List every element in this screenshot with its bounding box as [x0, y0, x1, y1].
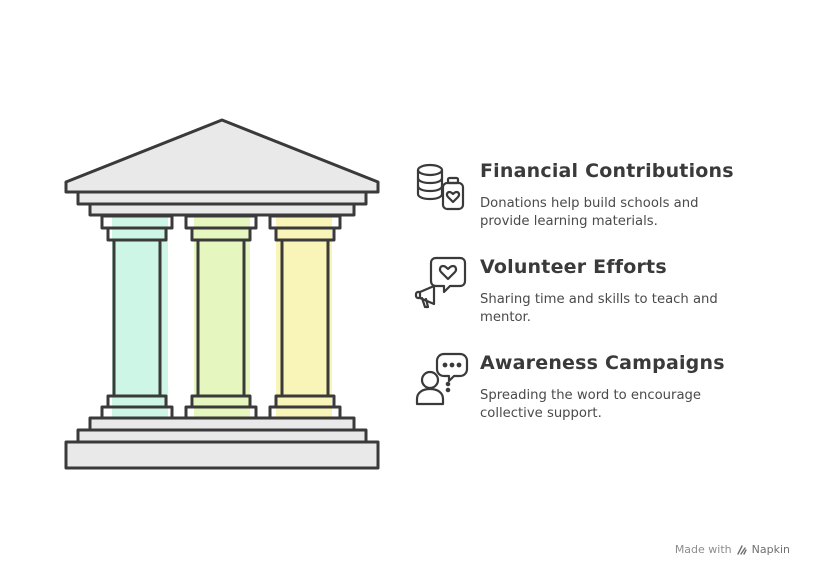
temple-base [64, 416, 380, 470]
megaphone-heart-bubble-icon [414, 256, 467, 309]
item-description: Donations help build schools and provide… [480, 196, 699, 229]
item-description: Spreading the word to encourage collecti… [480, 388, 702, 421]
coins-and-donation-jar-icon [416, 163, 465, 211]
made-with-napkin-badge[interactable]: Made with Napkin [675, 543, 790, 556]
napkin-logo-icon [736, 544, 747, 555]
temple-illustration [64, 118, 380, 470]
item-title: Awareness Campaigns [480, 352, 725, 374]
item-title: Financial Contributions [480, 160, 734, 182]
pillar-volunteer [184, 214, 258, 420]
temple-entablature [76, 190, 368, 206]
person-speech-bubble-icon [415, 352, 469, 406]
napkin-brand-label: Napkin [751, 543, 790, 556]
pillar-awareness [268, 214, 342, 420]
item-description: Sharing time and skills to teach and men… [480, 292, 718, 325]
pillar-financial [100, 214, 174, 420]
item-title: Volunteer Efforts [480, 256, 667, 278]
made-with-label: Made with [674, 543, 732, 556]
temple-roof [64, 118, 380, 194]
